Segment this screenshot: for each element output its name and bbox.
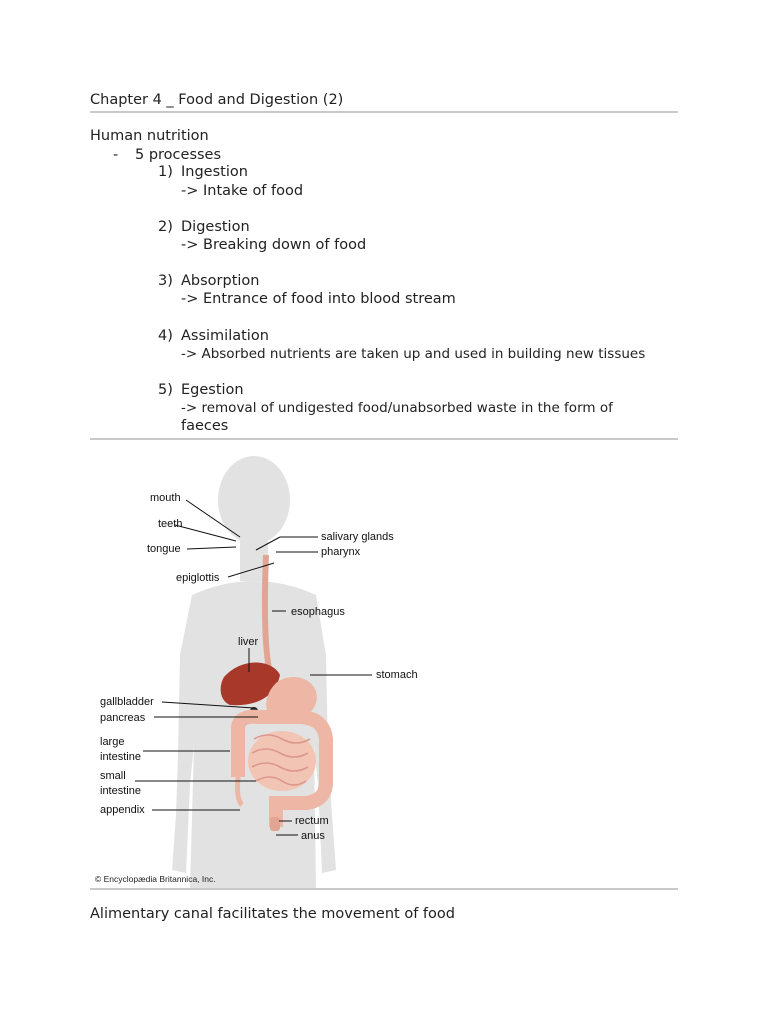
process-name: Assimilation [181,328,269,344]
label-large-intestine-line1: large [100,736,124,748]
process-description: -> Breaking down of food [181,237,367,253]
process-description-continued: faeces [181,418,229,434]
epiglottis-leader [227,562,275,578]
label-mouth: mouth [150,492,181,504]
rectum-shape [270,817,280,831]
liver-shape [220,662,280,706]
label-rectum: rectum [295,815,329,827]
process-description: -> removal of undigested food/unabsorbed… [181,400,613,416]
label-small-intestine-line2: intestine [100,785,141,797]
process-number: 3) [158,273,173,289]
label-small-intestine-line1: small [100,770,126,782]
label-stomach: stomach [376,669,418,681]
top-divider [90,111,678,113]
bullet-text: 5 processes [135,147,222,163]
label-appendix: appendix [100,804,145,816]
process-number: 2) [158,219,173,235]
process-number: 5) [158,382,173,398]
section-title: Human nutrition [90,128,209,144]
process-description: -> Absorbed nutrients are taken up and u… [181,346,646,362]
label-epiglottis: epiglottis [176,572,220,584]
label-pancreas: pancreas [100,712,146,724]
organ-labels: mouth teeth tongue epiglottis salivary g… [100,492,418,842]
label-liver: liver [238,636,259,648]
process-description: -> Intake of food [181,183,304,199]
torso-shape [172,581,336,888]
large-intestine-shape [231,709,333,827]
label-esophagus: esophagus [291,606,345,618]
process-name: Absorption [181,273,260,289]
stomach-shape [266,676,317,721]
gallbladder-leader [161,701,255,709]
digestive-organs [220,554,333,831]
body-silhouette [172,456,336,888]
salivary-glands-leader-branch [255,536,281,551]
label-large-intestine-line2: intestine [100,751,141,763]
process-name: Digestion [181,219,250,235]
label-gallbladder: gallbladder [100,696,154,708]
figure-caption: Alimentary canal facilitates the movemen… [90,906,455,922]
bottom-divider [90,888,678,890]
image-credit: © Encyclopædia Britannica, Inc. [95,874,216,884]
head-shape [218,456,290,544]
process-number: 4) [158,328,173,344]
small-intestine-folds [251,734,311,786]
process-number: 1) [158,164,173,180]
bullet-marker: - [113,147,119,163]
label-anus: anus [301,830,325,842]
leader-lines [135,499,372,836]
process-name: Egestion [181,382,244,398]
page-heading: Chapter 4 _ Food and Digestion (2) [90,92,344,108]
mouth-leader [185,499,241,538]
label-tongue: tongue [147,543,181,555]
process-description: -> Entrance of food into blood stream [181,291,456,307]
label-teeth: teeth [158,518,182,530]
tongue-leader [186,546,237,550]
teeth-leader [174,524,237,542]
label-pharynx: pharynx [321,546,361,558]
digestive-system-illustration: mouth teeth tongue epiglottis salivary g… [90,455,435,888]
process-name: Ingestion [181,164,248,180]
label-salivary-glands: salivary glands [321,531,394,543]
middle-divider [90,438,678,440]
small-intestine-shape [248,731,316,791]
